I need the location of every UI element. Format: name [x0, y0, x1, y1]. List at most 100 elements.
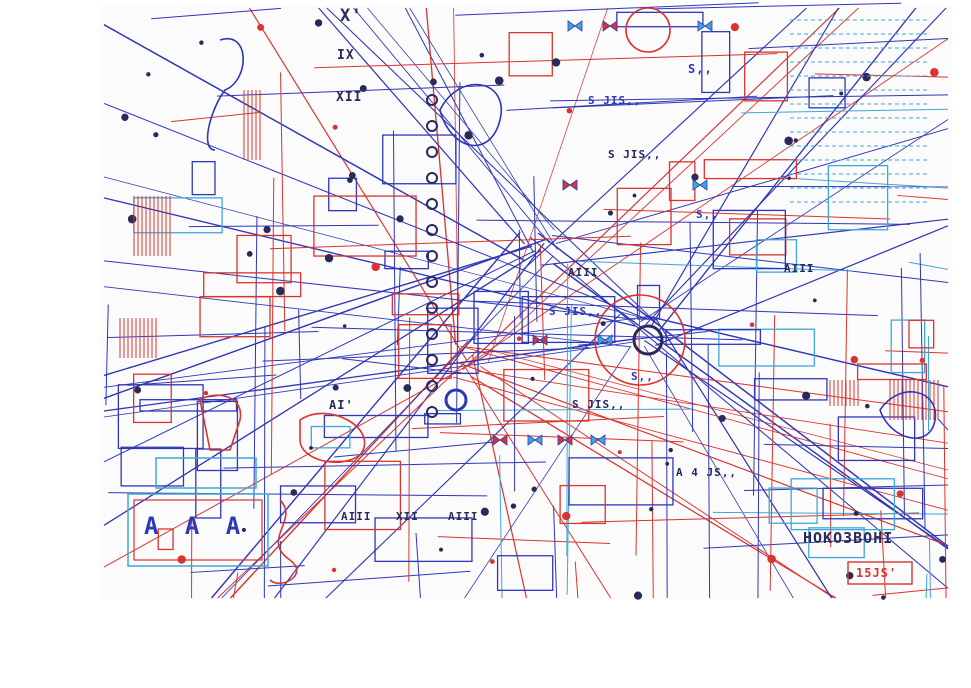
horizontal-line — [937, 418, 949, 431]
node-dot — [531, 486, 537, 492]
node-dot — [633, 591, 643, 600]
horizontal-line — [603, 208, 891, 220]
frame-box — [310, 425, 351, 449]
node-dot — [479, 52, 485, 58]
node-dot — [241, 527, 247, 533]
perspective-line — [640, 119, 949, 323]
frame-box — [568, 457, 674, 506]
frame-box — [718, 328, 815, 367]
node-dot — [853, 510, 859, 516]
horizontal-line — [314, 53, 778, 69]
frame-box — [328, 177, 358, 212]
perspective-line — [654, 316, 833, 599]
vertical-line — [769, 315, 776, 591]
frame-box — [496, 555, 554, 591]
perspective-line — [409, 7, 558, 250]
frame-box — [313, 195, 417, 257]
frame-box — [616, 187, 672, 246]
vertical-line — [651, 440, 654, 599]
node-dot — [464, 131, 473, 140]
node-dot — [880, 595, 886, 600]
node-dot — [850, 355, 859, 364]
node-dot — [494, 76, 504, 85]
perspective-line — [537, 232, 949, 547]
horizontal-line — [341, 358, 462, 374]
horizontal-line — [412, 416, 665, 430]
node-dot — [919, 357, 925, 363]
label-xii-bottom: XII — [396, 510, 419, 523]
perspective-line — [103, 176, 645, 319]
label-aaa: A A A — [144, 512, 247, 540]
frame-box — [324, 460, 402, 531]
frame-box — [744, 51, 789, 102]
frame-box — [473, 290, 529, 345]
node-dot — [347, 177, 353, 183]
frame-box — [665, 329, 762, 345]
perspective-line — [103, 249, 542, 526]
node-dot — [516, 336, 522, 341]
horizontal-line — [127, 374, 277, 386]
node-dot — [530, 376, 535, 382]
valve-symbol — [557, 434, 573, 446]
code-box-frame — [847, 561, 913, 585]
perspective-line — [103, 337, 638, 412]
horizontal-line — [763, 443, 949, 449]
label-s-center: S JIS,, — [549, 305, 603, 318]
vertical-line — [928, 538, 931, 599]
vertical-line — [919, 252, 926, 531]
horizontal-line — [436, 408, 693, 412]
label-s-mid-row: S JIS,, — [608, 148, 662, 161]
vertical-line — [518, 229, 521, 319]
node-dot — [332, 384, 339, 391]
frame-box — [398, 323, 452, 380]
node-dot — [276, 286, 285, 296]
valve-symbol — [567, 20, 583, 32]
node-dot — [359, 84, 367, 92]
scribble-shape — [299, 412, 366, 463]
perspective-line — [643, 345, 794, 599]
column-ring — [426, 276, 438, 288]
valve-symbol — [492, 434, 508, 446]
label-ai-left: AI' — [329, 398, 354, 412]
frame-box — [132, 373, 172, 424]
gear-outer — [594, 294, 686, 386]
node-dot — [199, 40, 204, 45]
node-dot — [332, 124, 338, 130]
perspective-line — [221, 255, 554, 599]
horizontal-line — [188, 224, 379, 228]
frame-box — [636, 284, 661, 320]
label-aiii-center: AIII — [568, 266, 599, 279]
perspective-line — [483, 348, 949, 471]
horizontal-line — [151, 7, 282, 20]
horizontal-line — [437, 536, 611, 545]
node-dot — [665, 461, 670, 466]
node-dot — [551, 58, 561, 67]
node-dot — [121, 113, 129, 122]
frame-box — [753, 378, 828, 401]
perspective-line — [103, 353, 490, 568]
horizontal-line — [107, 330, 319, 339]
aaa-box-outer — [127, 493, 269, 567]
perspective-line — [103, 24, 525, 262]
frame-box — [503, 368, 590, 422]
frame-box — [822, 487, 924, 520]
label-code-box: 15JS' — [856, 566, 898, 580]
valve-symbol — [590, 434, 606, 446]
node-dot — [802, 391, 811, 400]
node-dot — [246, 251, 253, 257]
horizontal-line — [577, 260, 853, 272]
node-dot — [290, 489, 298, 496]
column-ring — [426, 354, 438, 366]
vertical-line — [105, 304, 109, 406]
node-dot — [607, 210, 614, 216]
column-ring — [426, 250, 438, 262]
vertical-line — [943, 386, 947, 599]
horizontal-line — [885, 350, 949, 354]
valve-symbol — [562, 179, 578, 191]
perspective-line — [103, 197, 636, 327]
scribble-shape — [269, 499, 298, 585]
column-ring — [426, 380, 438, 392]
column-ring — [426, 198, 438, 210]
frame-box — [191, 161, 216, 196]
node-dot — [812, 298, 817, 303]
